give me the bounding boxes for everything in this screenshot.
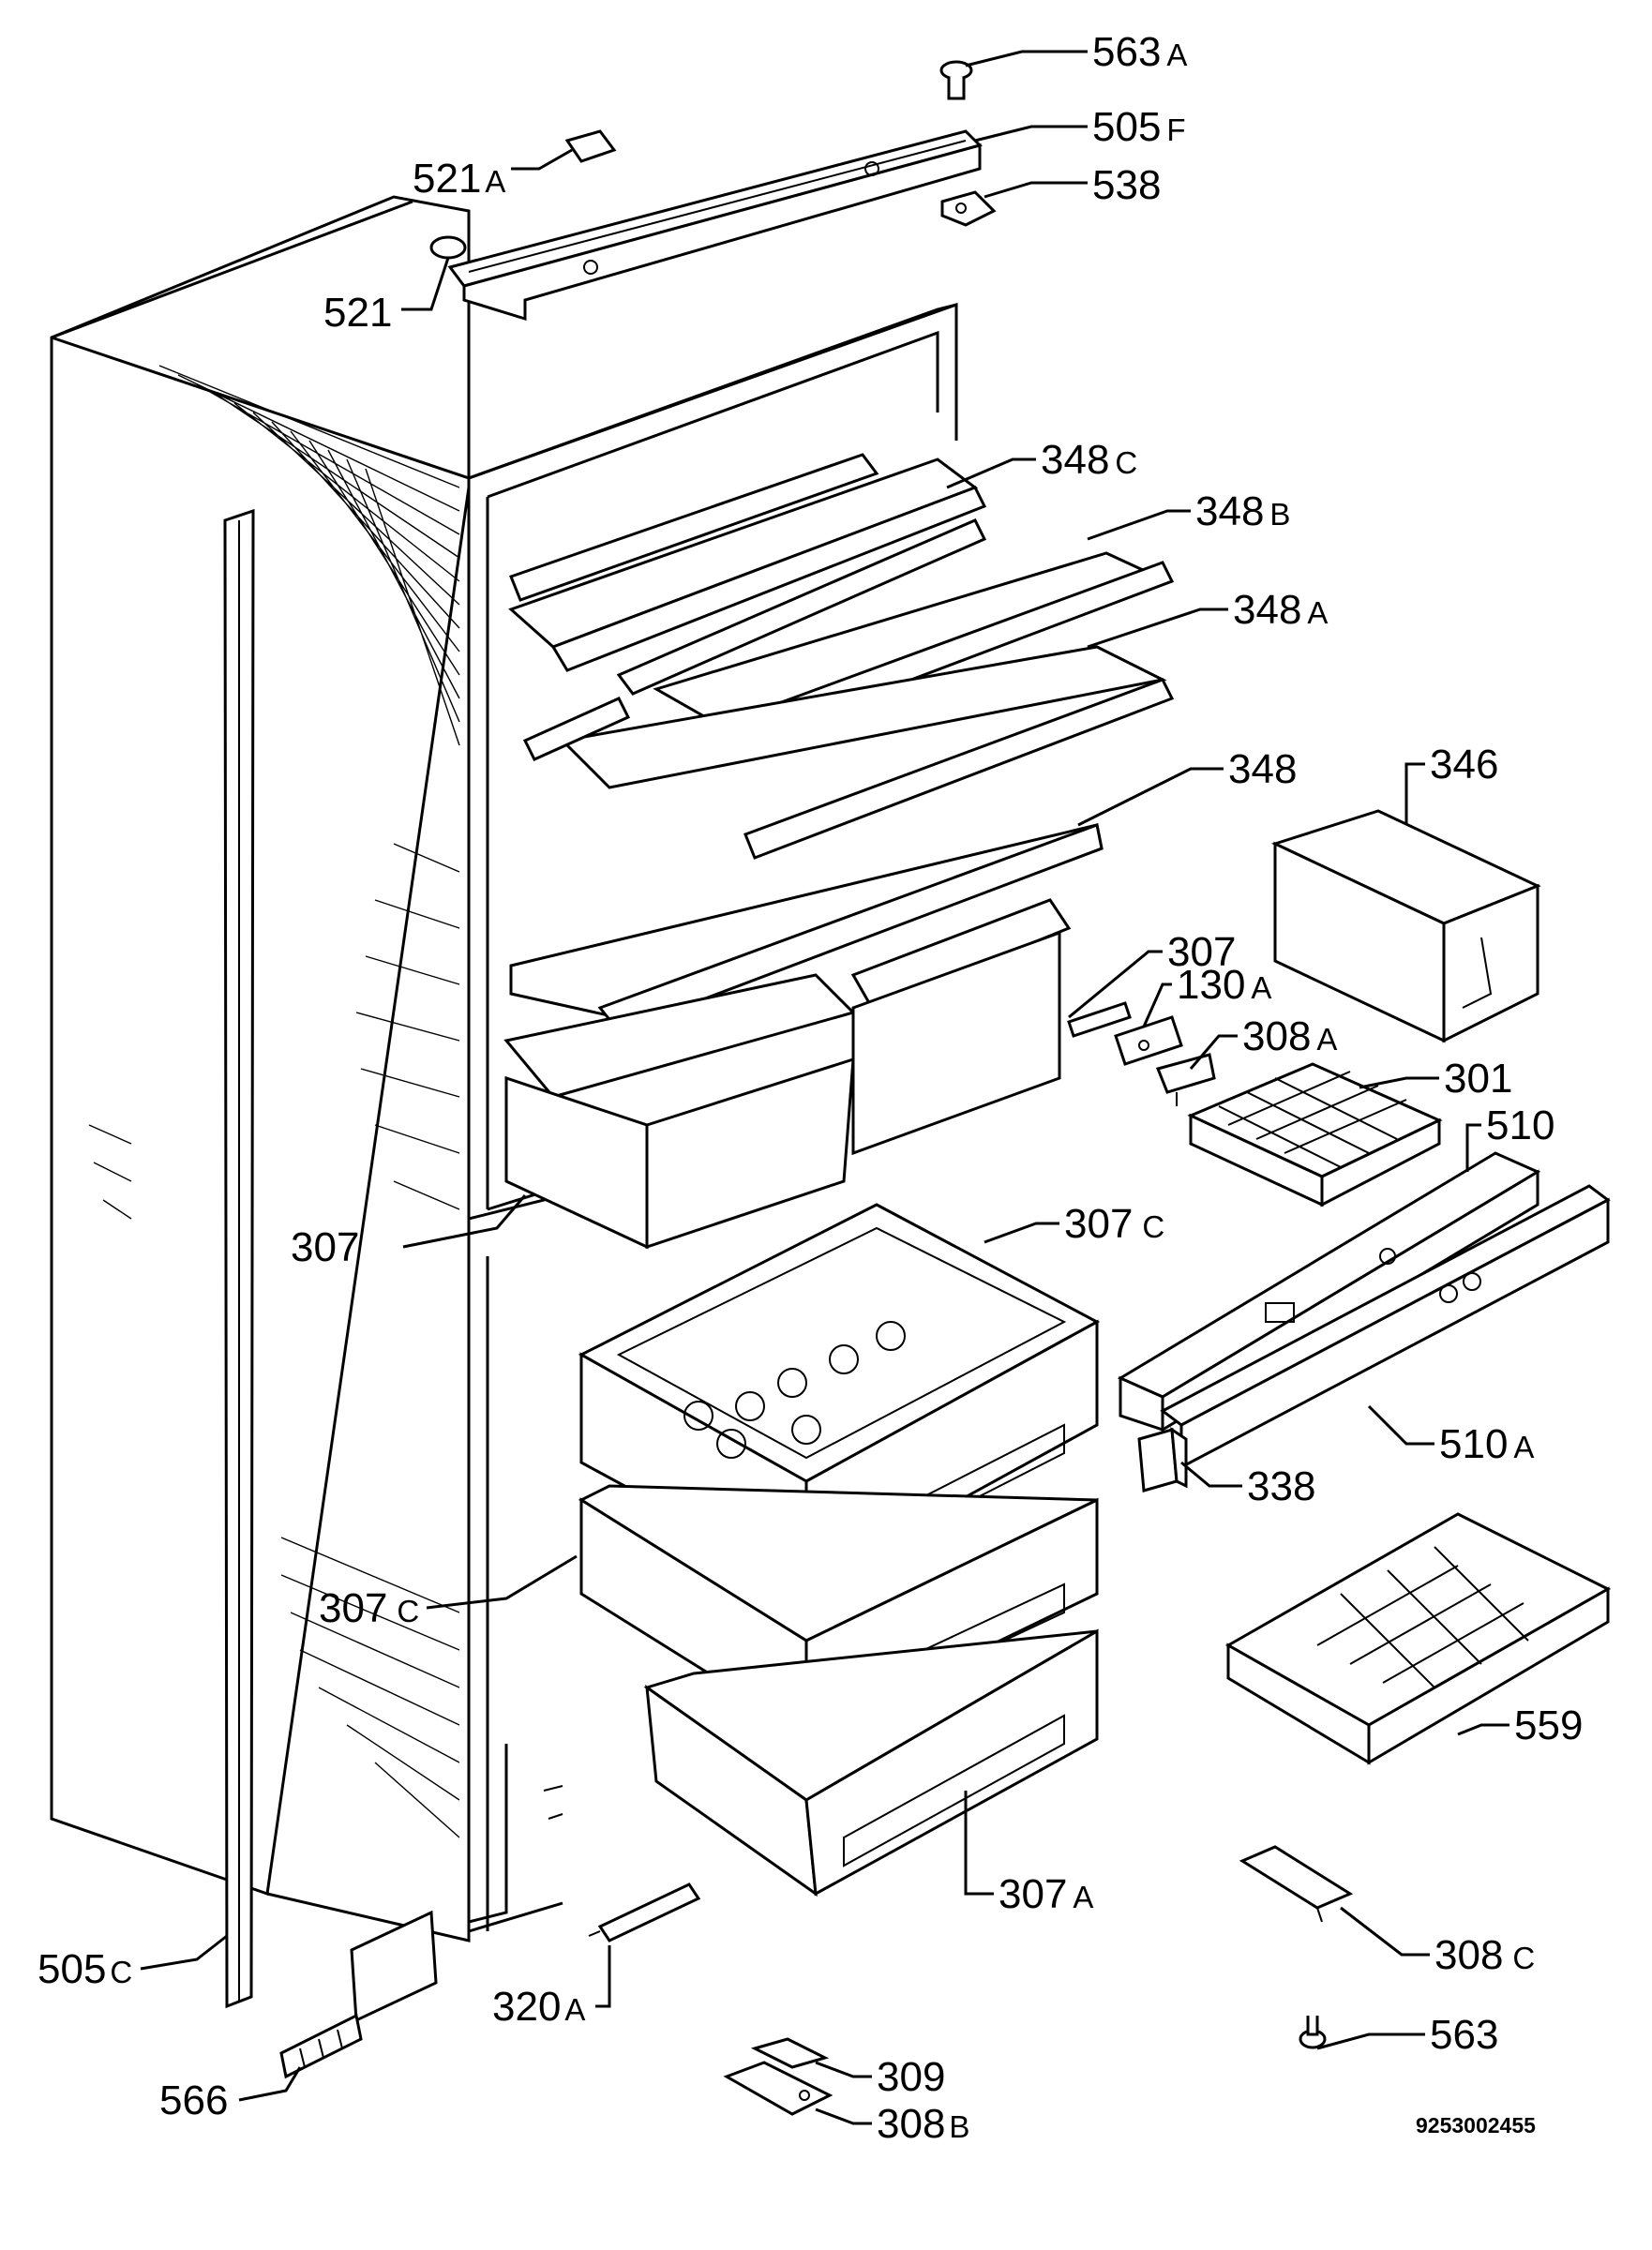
screw-563 — [1299, 2016, 1327, 2049]
screw-563a — [939, 60, 973, 100]
drawing-code: 9253002455 — [1416, 2113, 1536, 2138]
callout-338: 338 — [1247, 1463, 1315, 1509]
callout-521: 521 — [323, 290, 392, 336]
drawer-307-left — [503, 973, 856, 1250]
callout-538: 538 — [1092, 162, 1161, 208]
clip-307 — [1067, 1001, 1132, 1038]
freezer-drawer-307a — [643, 1628, 1099, 1898]
door-stop-308c — [1239, 1845, 1354, 1923]
callout-510: 510 — [1486, 1102, 1554, 1148]
clip-309 — [750, 2037, 830, 2069]
door-gasket-505c — [223, 508, 255, 2009]
callout-301: 301 — [1444, 1056, 1512, 1102]
side-panel-shading — [88, 365, 460, 1838]
callout-559: 559 — [1514, 1702, 1583, 1748]
callout-309: 309 — [877, 2054, 945, 2100]
shelf-348c — [508, 453, 987, 672]
cabinet-body — [50, 195, 958, 1942]
cold-pack-559 — [1224, 1512, 1612, 1765]
callout-566: 566 — [159, 2078, 228, 2123]
leader-lines — [140, 50, 1509, 2125]
shelf-348a — [522, 645, 1175, 860]
cap-521 — [429, 235, 467, 260]
hinge-308b — [723, 2061, 834, 2116]
knob-338 — [1137, 1427, 1188, 1492]
callout-348: 348 — [1228, 746, 1297, 792]
callout-307-top: 307 — [1167, 929, 1236, 975]
callout-563: 563 — [1430, 2012, 1498, 2058]
hinge-308a — [1155, 1053, 1216, 1106]
callout-307-left: 307 — [291, 1224, 359, 1270]
dairy-box-346 — [1270, 809, 1541, 1043]
callout-346: 346 — [1430, 742, 1498, 788]
top-hinge-bracket-505f — [447, 129, 983, 322]
thermostat-320a — [588, 1882, 701, 1942]
drawer-307-right — [850, 898, 1072, 1156]
ice-tray-301 — [1187, 1062, 1443, 1208]
hinge-130a — [1114, 1015, 1183, 1066]
cap-521a — [564, 129, 617, 163]
hinge-pin-538 — [940, 190, 997, 227]
handle-566 — [279, 1910, 438, 2079]
